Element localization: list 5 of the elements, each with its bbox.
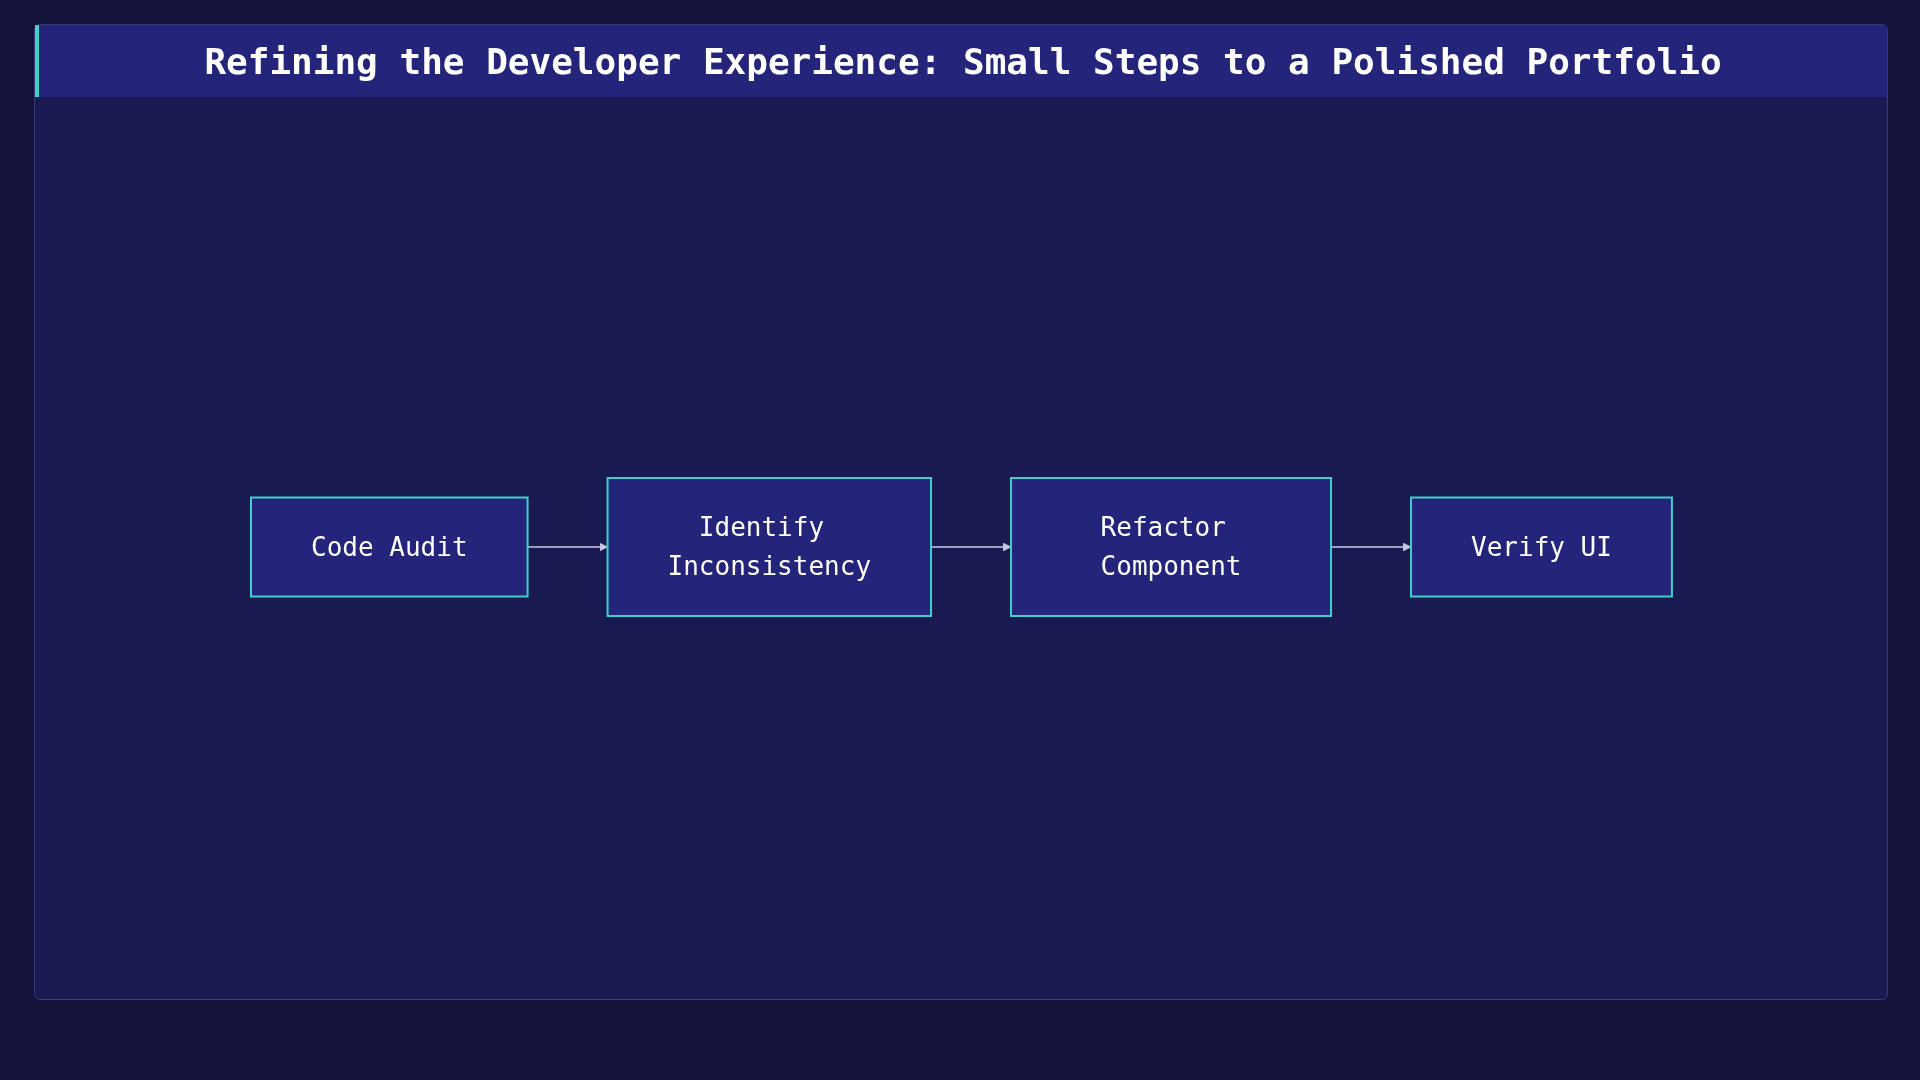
node-box: Identify Inconsistency (606, 477, 932, 617)
node-box: Refactor Component (1009, 477, 1332, 617)
diagram-title: Refining the Developer Experience: Small Steps to a Polished Portfolio (35, 25, 1887, 97)
node-box: Code Audit (249, 496, 529, 598)
node-box: Verify UI (1409, 496, 1673, 598)
